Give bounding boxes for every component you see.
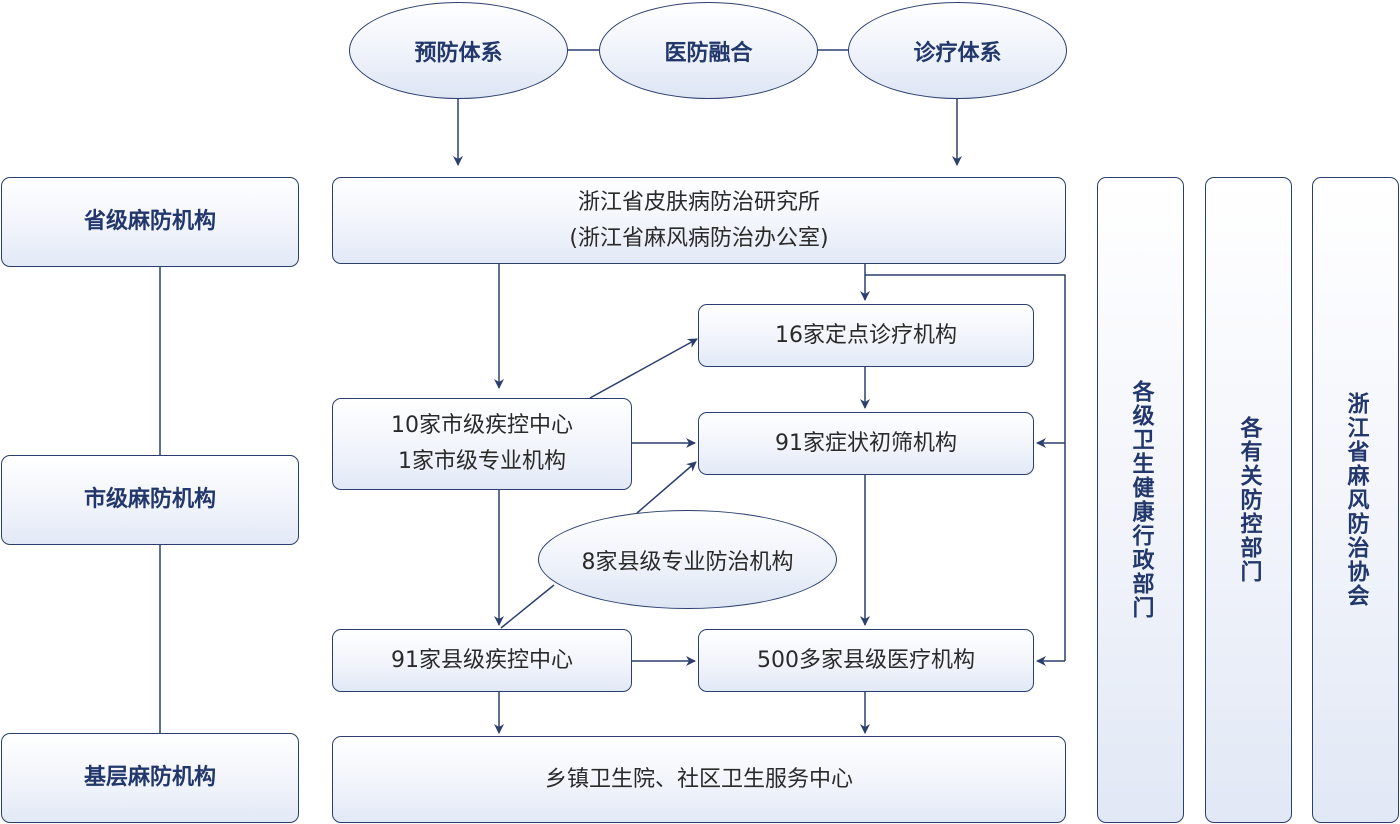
leprosy-association-label: 浙江省麻风防治协会 — [1343, 392, 1369, 608]
health-admin-label: 各级卫生健康行政部门 — [1128, 380, 1154, 620]
level-provincial-label: 省级麻防机构 — [83, 209, 216, 234]
county-specialized-node: 8家县级专业防治机构 — [538, 510, 837, 609]
symptom-screening-node: 91家症状初筛机构 — [698, 412, 1034, 475]
county-cdc-node: 91家县级疾控中心 — [332, 629, 632, 692]
level-grassroots-label: 基层麻防机构 — [83, 765, 216, 790]
designated-treatment-node: 16家定点诊疗机构 — [698, 304, 1034, 367]
prevention-system-label: 预防体系 — [414, 40, 503, 66]
county-medical-node: 500多家县级医疗机构 — [698, 629, 1034, 692]
level-municipal-label: 市级麻防机构 — [83, 487, 216, 512]
municipal-cdc-label: 10家市级疾控中心 1家市级专业机构 — [391, 413, 573, 474]
treatment-system-label: 诊疗体系 — [913, 40, 1002, 66]
leprosy-association: 浙江省麻风防治协会 — [1312, 177, 1399, 823]
township-community-node: 乡镇卫生院、社区卫生服务中心 — [332, 736, 1066, 823]
township-community-label: 乡镇卫生院、社区卫生服务中心 — [544, 766, 853, 792]
arrow-municipal-to-designated — [589, 338, 698, 399]
link-county-specialized-to-county-cdc — [500, 584, 555, 629]
designated-treatment-label: 16家定点诊疗机构 — [775, 322, 957, 348]
treatment-system-node: 诊疗体系 — [848, 2, 1067, 99]
municipal-cdc-node: 10家市级疾控中心 1家市级专业机构 — [332, 398, 632, 490]
related-control-label: 各有关防控部门 — [1236, 416, 1262, 584]
level-municipal: 市级麻防机构 — [1, 455, 299, 545]
related-control-department: 各有关防控部门 — [1205, 177, 1292, 823]
symptom-screening-label: 91家症状初筛机构 — [775, 430, 957, 456]
provincial-institute-node: 浙江省皮肤病防治研究所 (浙江省麻风病防治办公室) — [332, 177, 1066, 264]
county-medical-label: 500多家县级医疗机构 — [757, 647, 975, 673]
provincial-institute-label: 浙江省皮肤病防治研究所 (浙江省麻风病防治办公室) — [569, 189, 829, 251]
health-admin-department: 各级卫生健康行政部门 — [1097, 177, 1184, 823]
prevention-system-node: 预防体系 — [349, 2, 568, 99]
level-grassroots: 基层麻防机构 — [1, 733, 299, 823]
county-cdc-label: 91家县级疾控中心 — [391, 647, 573, 673]
medical-prevention-integration-node: 医防融合 — [599, 2, 818, 99]
level-provincial: 省级麻防机构 — [1, 177, 299, 267]
bracket-institute-right — [865, 274, 1066, 661]
arrow-county-specialized-to-screening — [636, 461, 697, 514]
medical-prevention-integration-label: 医防融合 — [664, 40, 753, 66]
county-specialized-label: 8家县级专业防治机构 — [581, 549, 794, 575]
